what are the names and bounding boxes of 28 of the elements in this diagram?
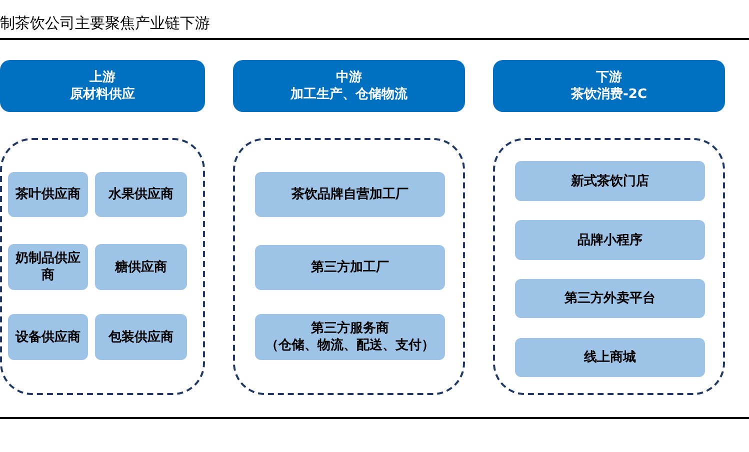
- stage-header: [0, 60, 205, 112]
- heading-text: 第三方服务商: [311, 320, 389, 337]
- body-text: 原材料供应: [70, 86, 135, 103]
- heading-text: 中游: [336, 69, 362, 86]
- stage-header: [233, 60, 465, 112]
- supplier-box: 包装供应商: [95, 314, 187, 360]
- supplier-box: 水果供应商: [95, 172, 187, 217]
- supplier-box: 茶叶供应商: [8, 172, 88, 217]
- channel-box: 线上商城: [515, 338, 705, 377]
- stage-header: [493, 60, 725, 112]
- channel-box: 第三方外卖平台: [515, 279, 705, 318]
- supplier-box: 设备供应商: [8, 314, 88, 360]
- group-frame: [0, 138, 205, 395]
- group-frame: [233, 138, 465, 395]
- body-text: （仓储、物流、配送、支付）: [266, 337, 434, 354]
- heading-text: 上游: [90, 69, 116, 86]
- heading-text: 下游: [596, 69, 622, 86]
- process-box: 茶饮品牌自营加工厂: [255, 172, 445, 217]
- body-text: 茶饮消费-2C: [571, 86, 647, 103]
- channel-box: 新式茶饮门店: [515, 161, 705, 201]
- supplier-box: 糖供应商: [95, 244, 187, 290]
- group-frame: [493, 138, 725, 395]
- process-box: [255, 314, 445, 360]
- process-box: 第三方加工厂: [255, 245, 445, 290]
- body-text: 加工生产、仓储物流: [290, 86, 408, 103]
- supplier-box: 奶制品供应商: [8, 244, 88, 290]
- channel-box: 品牌小程序: [515, 220, 705, 260]
- title: 制茶饮公司主要聚焦产业链下游: [0, 14, 210, 33]
